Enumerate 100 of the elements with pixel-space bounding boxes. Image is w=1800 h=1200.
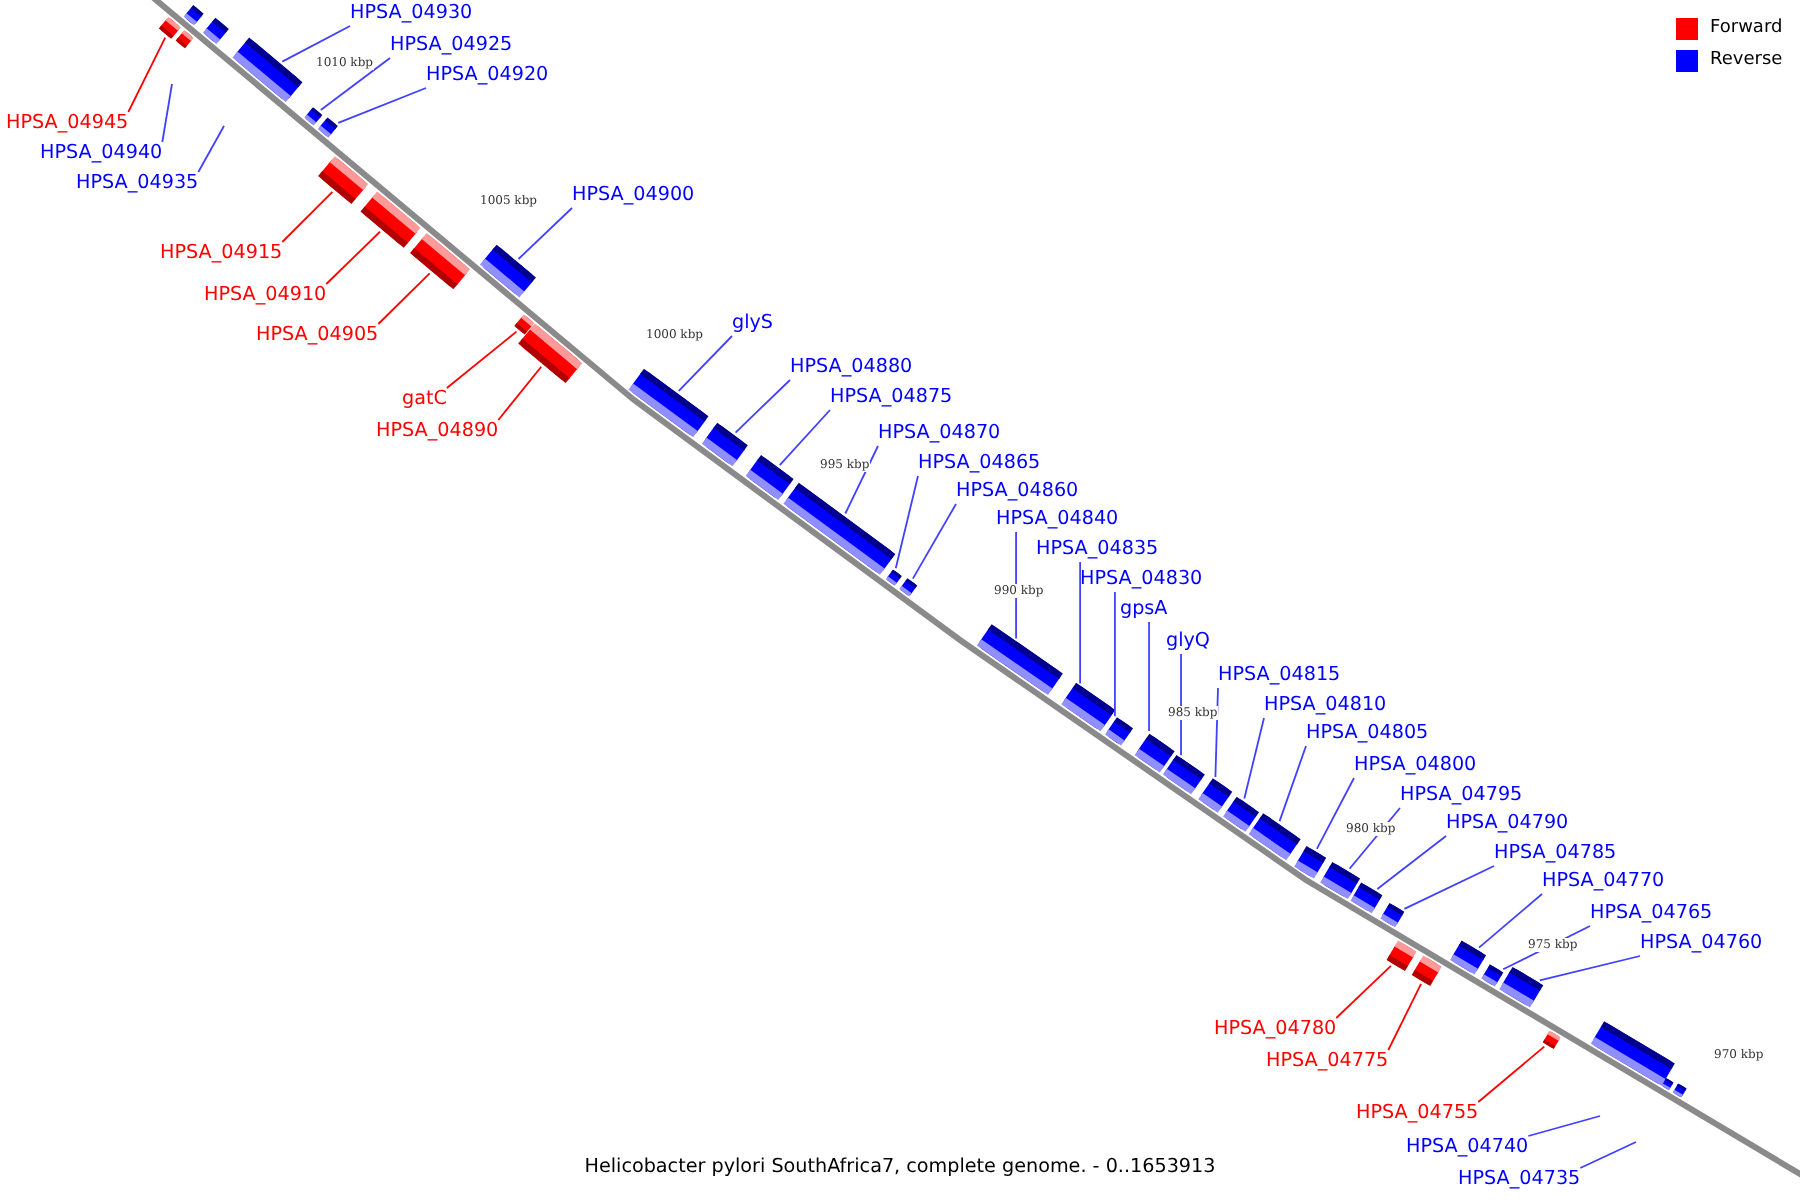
gene-label: HPSA_04735 xyxy=(1458,1168,1581,1192)
leader-line xyxy=(1278,745,1307,822)
leader-line xyxy=(197,125,225,173)
gene-label: HPSA_04925 xyxy=(390,34,513,58)
leader-line xyxy=(377,272,431,325)
leader-line xyxy=(1527,1115,1601,1137)
gene-label: HPSA_04945 xyxy=(6,112,129,136)
gene-block xyxy=(318,156,369,204)
gene-block xyxy=(1198,778,1233,813)
gene-label: HPSA_04780 xyxy=(1214,1018,1337,1042)
leader-line xyxy=(325,230,381,285)
leader-line xyxy=(911,503,957,580)
gene-block xyxy=(701,422,748,467)
gene-label: HPSA_04830 xyxy=(1080,568,1203,592)
leader-line xyxy=(677,335,733,392)
gene-label: HPSA_04765 xyxy=(1590,902,1713,926)
leader-line xyxy=(894,475,919,570)
leader-line xyxy=(281,191,334,243)
leader-line xyxy=(1403,865,1495,910)
gene-block xyxy=(304,107,323,126)
gene-label: HPSA_04815 xyxy=(1218,664,1341,688)
gene-label: glyS xyxy=(732,312,774,336)
gene-block xyxy=(1661,1078,1674,1091)
gene-label: HPSA_04755 xyxy=(1356,1102,1479,1126)
gene-label: HPSA_04940 xyxy=(40,142,163,166)
gene-label: HPSA_04790 xyxy=(1446,812,1569,836)
gene-block xyxy=(885,569,902,586)
gene-label: HPSA_04860 xyxy=(956,480,1079,504)
gene-block xyxy=(1134,733,1175,773)
leader-line xyxy=(1579,1141,1637,1169)
gene-block xyxy=(745,455,794,500)
gene-label: HPSA_04865 xyxy=(918,452,1041,476)
gene-block xyxy=(183,5,204,26)
caption: Helicobacter pylori SouthAfrica7, complete genome. - 0..1653913 xyxy=(584,1156,1216,1180)
gene-label: HPSA_04835 xyxy=(1036,538,1159,562)
gene-label: HPSA_04785 xyxy=(1494,842,1617,866)
gene-label: HPSA_04760 xyxy=(1640,932,1763,956)
gene-label: HPSA_04810 xyxy=(1264,694,1387,718)
gene-label: HPSA_04795 xyxy=(1400,784,1523,808)
leader-line xyxy=(844,445,879,515)
leader-line xyxy=(778,409,831,466)
legend-label: Forward xyxy=(1710,18,1783,40)
gene-label: HPSA_04910 xyxy=(204,284,327,308)
leader-line xyxy=(1148,621,1150,732)
leader-line xyxy=(1079,561,1082,685)
gene-label: HPSA_04930 xyxy=(350,2,473,26)
leader-line xyxy=(161,83,173,143)
gene-label: gpsA xyxy=(1120,598,1168,622)
gene-label: HPSA_04800 xyxy=(1354,754,1477,778)
gene-block xyxy=(360,191,421,248)
gene-label: HPSA_04900 xyxy=(572,184,695,208)
leader-line xyxy=(1114,591,1116,718)
legend-label: Reverse xyxy=(1710,50,1783,72)
gene-label: HPSA_04915 xyxy=(160,242,283,266)
gene-label: HPSA_04890 xyxy=(376,420,499,444)
gene-block xyxy=(1450,940,1487,975)
gene-block xyxy=(1248,813,1301,861)
gene-block xyxy=(202,17,229,44)
gene-label: HPSA_04840 xyxy=(996,508,1119,532)
gene-block xyxy=(1386,940,1417,971)
leader-line xyxy=(1015,531,1017,640)
leader-line xyxy=(446,330,518,389)
gene-label: HPSA_04920 xyxy=(426,64,549,88)
gene-label: HPSA_04875 xyxy=(830,386,953,410)
leader-line xyxy=(1387,983,1422,1051)
gene-block xyxy=(1481,964,1504,987)
leader-line xyxy=(337,87,427,124)
gene-block xyxy=(1542,1030,1561,1049)
gene-block xyxy=(1320,861,1361,900)
leader-line xyxy=(517,207,573,260)
gene-block xyxy=(1223,796,1260,832)
leader-line xyxy=(1478,893,1543,949)
gene-block xyxy=(1411,955,1442,986)
gene-block xyxy=(1061,682,1116,732)
gene-block xyxy=(175,30,194,49)
gene-block xyxy=(1162,754,1205,795)
gene-label: HPSA_04880 xyxy=(790,356,913,380)
leader-line xyxy=(1538,955,1641,982)
gene-label: glyQ xyxy=(1166,630,1210,654)
gene-label: HPSA_04935 xyxy=(76,172,199,196)
leader-line xyxy=(1376,835,1447,890)
leader-line xyxy=(1243,717,1265,800)
leader-line xyxy=(1180,653,1182,757)
gene-label: HPSA_04805 xyxy=(1306,722,1429,746)
gene-label: HPSA_04870 xyxy=(878,422,1001,446)
gene-block xyxy=(1380,902,1405,928)
gene-label: HPSA_04740 xyxy=(1406,1136,1529,1160)
leader-line xyxy=(319,57,391,111)
gene-block xyxy=(317,117,338,138)
leader-line xyxy=(734,379,791,434)
leader-line xyxy=(1316,777,1355,850)
leader-line xyxy=(1335,965,1392,1019)
gene-block xyxy=(899,578,918,597)
leader-line xyxy=(281,25,351,63)
gene-label: HPSA_04775 xyxy=(1266,1050,1389,1074)
gene-block xyxy=(1350,882,1383,914)
leader-line xyxy=(497,365,543,421)
gene-block xyxy=(158,16,181,39)
gene-label: HPSA_04905 xyxy=(256,324,379,348)
gene-label: gatC xyxy=(402,388,447,412)
